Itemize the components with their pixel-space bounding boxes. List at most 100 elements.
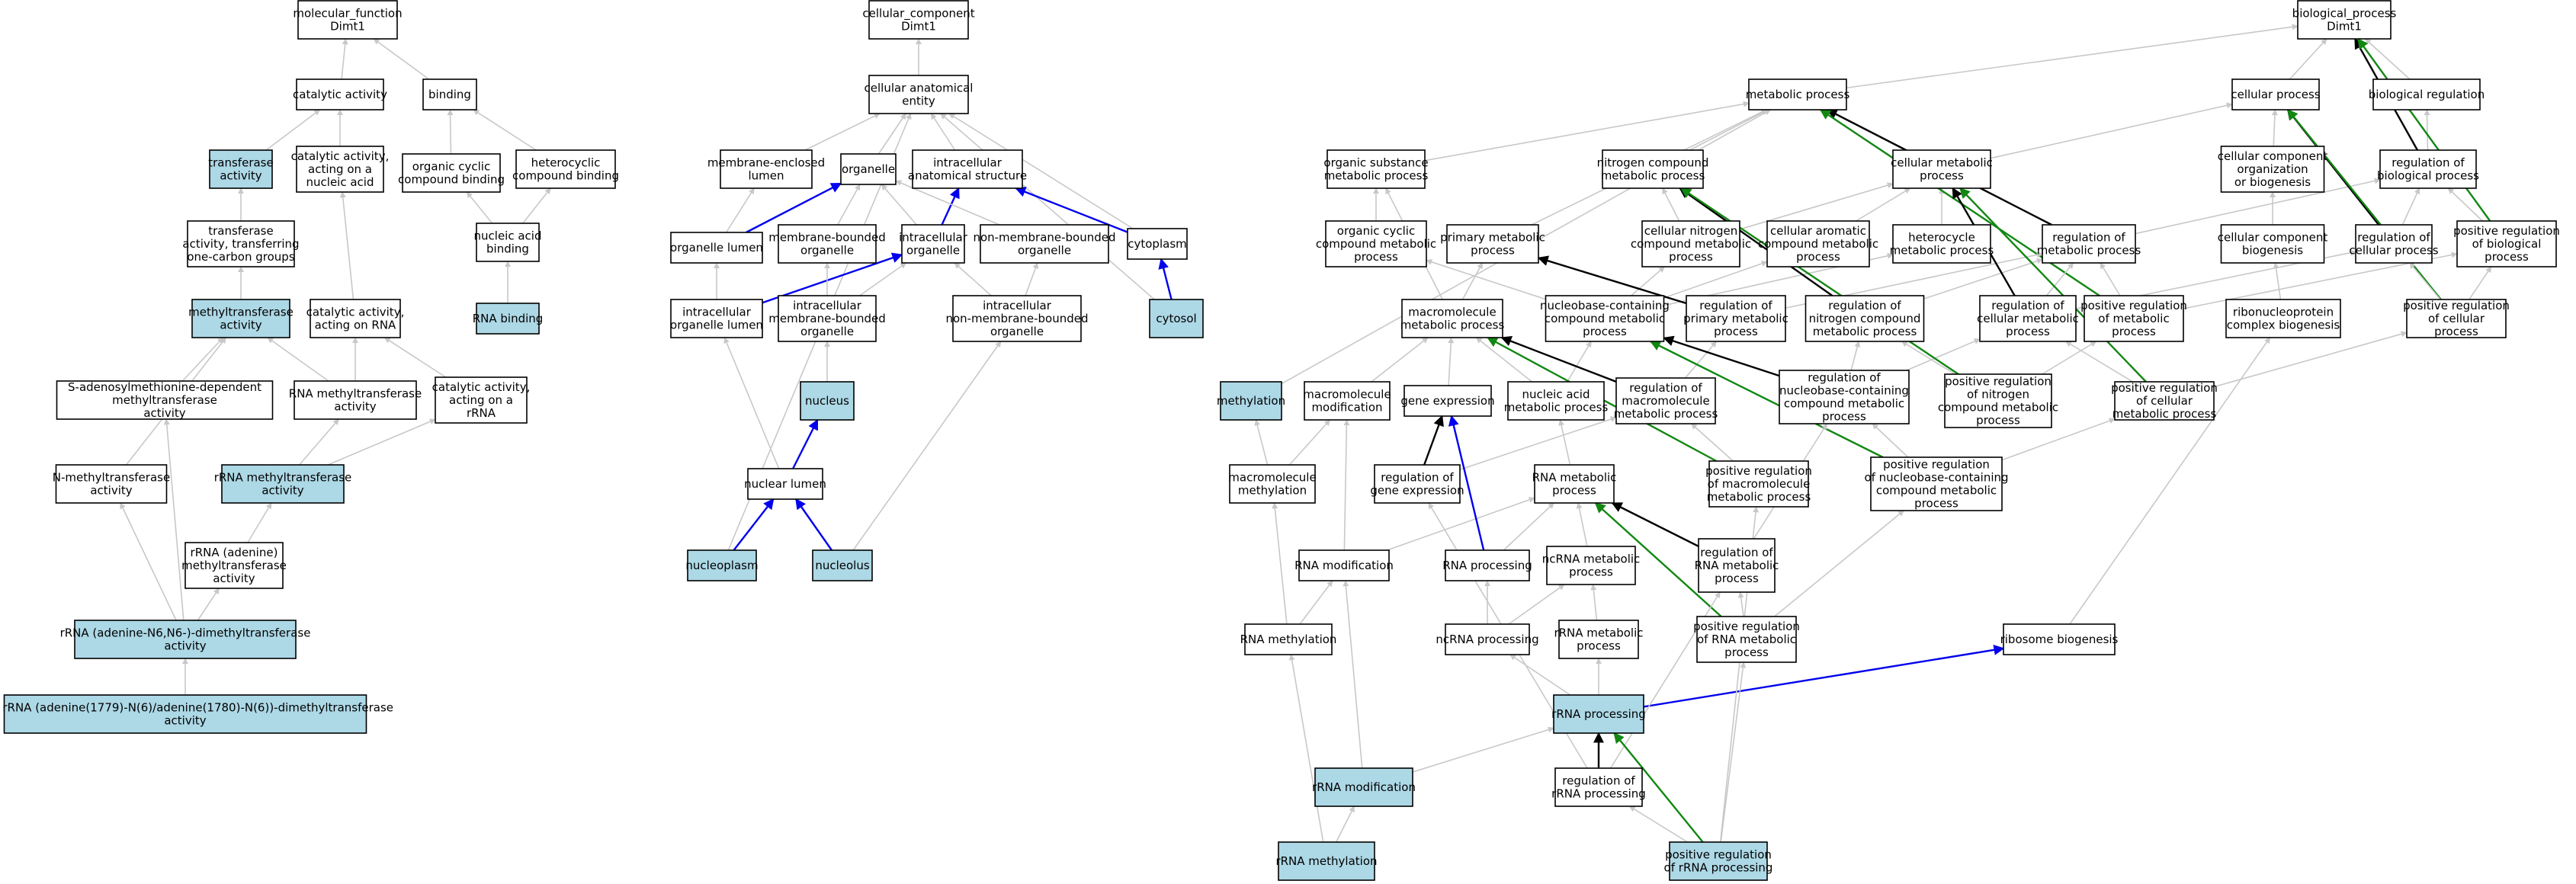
go-term-node-ol[interactable]: organelle lumen bbox=[670, 232, 763, 264]
go-term-label: process bbox=[1669, 250, 1713, 264]
go-term-label: nucleobase-containing bbox=[1540, 299, 1670, 312]
go-term-node-npl[interactable]: nucleoplasm bbox=[685, 549, 759, 581]
go-term-node-rrnap[interactable]: rRNA processing bbox=[1551, 694, 1646, 734]
go-term-label: process bbox=[1724, 645, 1769, 659]
go-term-node-cat[interactable]: catalytic activity bbox=[293, 78, 387, 110]
go-term-node-catrna[interactable]: catalytic activity,acting on RNA bbox=[306, 299, 405, 338]
go-term-box bbox=[74, 620, 297, 659]
go-term-node-rnbmp[interactable]: regulation ofnucleobase-containingcompou… bbox=[1779, 370, 1910, 424]
go-term-node-nucleus[interactable]: nucleus bbox=[800, 381, 855, 421]
go-term-node-rnamod[interactable]: RNA modification bbox=[1294, 549, 1394, 581]
go-term-box bbox=[294, 380, 417, 420]
go-term-node-rrnameth[interactable]: rRNA methylation bbox=[1275, 841, 1378, 881]
go-term-node-mp[interactable]: metabolic process bbox=[1746, 78, 1850, 110]
go-term-node-rn6[interactable]: rRNA (adenine-N6,N6-)-dimethyltransferas… bbox=[60, 620, 311, 659]
go-term-node-cp[interactable]: cellular process bbox=[2231, 78, 2321, 110]
go-term-node-rnameth[interactable]: RNA methylation bbox=[1240, 623, 1337, 655]
go-term-node-nlo[interactable]: nucleolus bbox=[812, 549, 873, 581]
go-term-node-inmbo[interactable]: intracellularnon-membrane-boundedorganel… bbox=[945, 295, 1089, 342]
go-term-node-cytosol[interactable]: cytosol bbox=[1149, 299, 1204, 338]
go-term-node-nl[interactable]: nuclear lumen bbox=[744, 468, 826, 500]
go-term-node-bind[interactable]: binding bbox=[422, 78, 477, 110]
go-term-node-ribob[interactable]: ribosome biogenesis bbox=[2000, 623, 2119, 655]
go-term-label: activity bbox=[213, 572, 255, 585]
go-term-node-r18s[interactable]: 18S rRNA (adenine(1779)-N(6)/adenine(178… bbox=[0, 694, 393, 734]
go-term-label: regulation of bbox=[1700, 546, 1773, 559]
go-term-node-org[interactable]: organelle bbox=[840, 153, 897, 185]
go-term-node-ge[interactable]: gene expression bbox=[1400, 385, 1495, 417]
go-term-node-br[interactable]: biological regulation bbox=[2369, 78, 2485, 110]
go-term-node-rnaproc[interactable]: RNA processing bbox=[1442, 549, 1532, 581]
go-term-node-ncrnap[interactable]: ncRNA processing bbox=[1436, 623, 1539, 655]
go-term-node-cyto[interactable]: cytoplasm bbox=[1127, 228, 1188, 260]
go-term-node-rnab[interactable]: RNA binding bbox=[473, 303, 544, 335]
go-term-node-meth[interactable]: methylation bbox=[1217, 381, 1285, 421]
go-term-node-rrnamod[interactable]: rRNA modification bbox=[1312, 767, 1416, 807]
go-term-node-sam[interactable]: S-adenosylmethionine-dependentmethyltran… bbox=[56, 380, 274, 420]
edge-rnamp-is-a-namp bbox=[1558, 419, 1571, 466]
